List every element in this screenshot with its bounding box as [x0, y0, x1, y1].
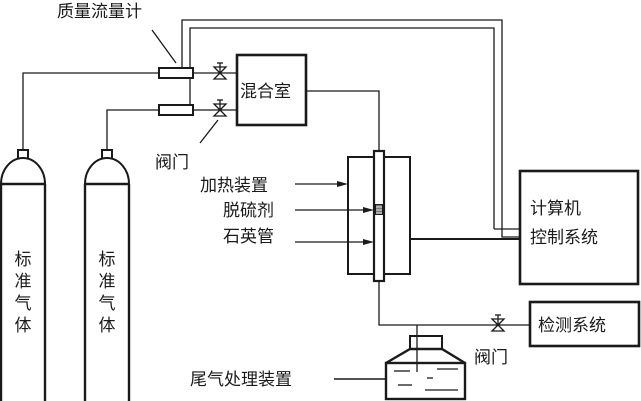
gas-cylinder-2: 标 准 气 体 [83, 149, 131, 401]
pipe-tube-outlet [378, 281, 530, 326]
signal-line-inner [189, 27, 495, 229]
pipe-cylinder-2 [106, 109, 159, 150]
cylinder-1-char-2: 准 [15, 272, 32, 292]
signal-line-outer [181, 19, 520, 238]
computer-control-system [518, 169, 640, 286]
tail-gas-vessel [384, 325, 467, 401]
mixing-chamber-label: 混合室 [240, 82, 291, 102]
detection-system [528, 300, 641, 348]
quartz-tube-label: 石英管 [223, 227, 274, 247]
gas-cylinder-1: 标 准 气 体 [0, 149, 47, 401]
cylinder-1-char-1: 标 [15, 250, 32, 270]
desulfurizer-label: 脱硫剂 [223, 201, 274, 221]
mixing-chamber [235, 53, 308, 127]
cylinder-2-char-2: 准 [99, 272, 116, 292]
pipe-cylinder-1 [22, 72, 159, 150]
valve-1 [212, 62, 228, 80]
cylinder-2-char-4: 体 [99, 316, 116, 336]
valve-2 [212, 99, 228, 117]
cylinder-2-char-1: 标 [99, 250, 116, 270]
valve-leader-upper [199, 119, 219, 144]
valve-3 [490, 314, 506, 332]
computer-label-line1: 计算机 [530, 199, 581, 219]
mass-flow-meter-1 [158, 67, 194, 79]
tail-gas-device-label: 尾气处理装置 [190, 370, 292, 390]
cylinder-1-char-3: 气 [15, 294, 32, 314]
pipe-mixer-to-tube [306, 90, 380, 151]
cylinder-1-char-4: 体 [15, 316, 32, 336]
valve-label-lower: 阀门 [474, 348, 508, 368]
mass-flow-meter-label: 质量流量计 [57, 2, 142, 22]
quartz-tube [372, 149, 386, 283]
valve-label-upper: 阀门 [155, 153, 189, 173]
detection-system-label: 检测系统 [538, 316, 606, 336]
mass-flow-meter-leader [151, 29, 177, 64]
mass-flow-meter-2 [158, 104, 194, 116]
heating-device-label: 加热装置 [200, 176, 268, 196]
computer-label-line2: 控制系统 [530, 228, 598, 248]
cylinder-2-char-3: 气 [99, 294, 116, 314]
